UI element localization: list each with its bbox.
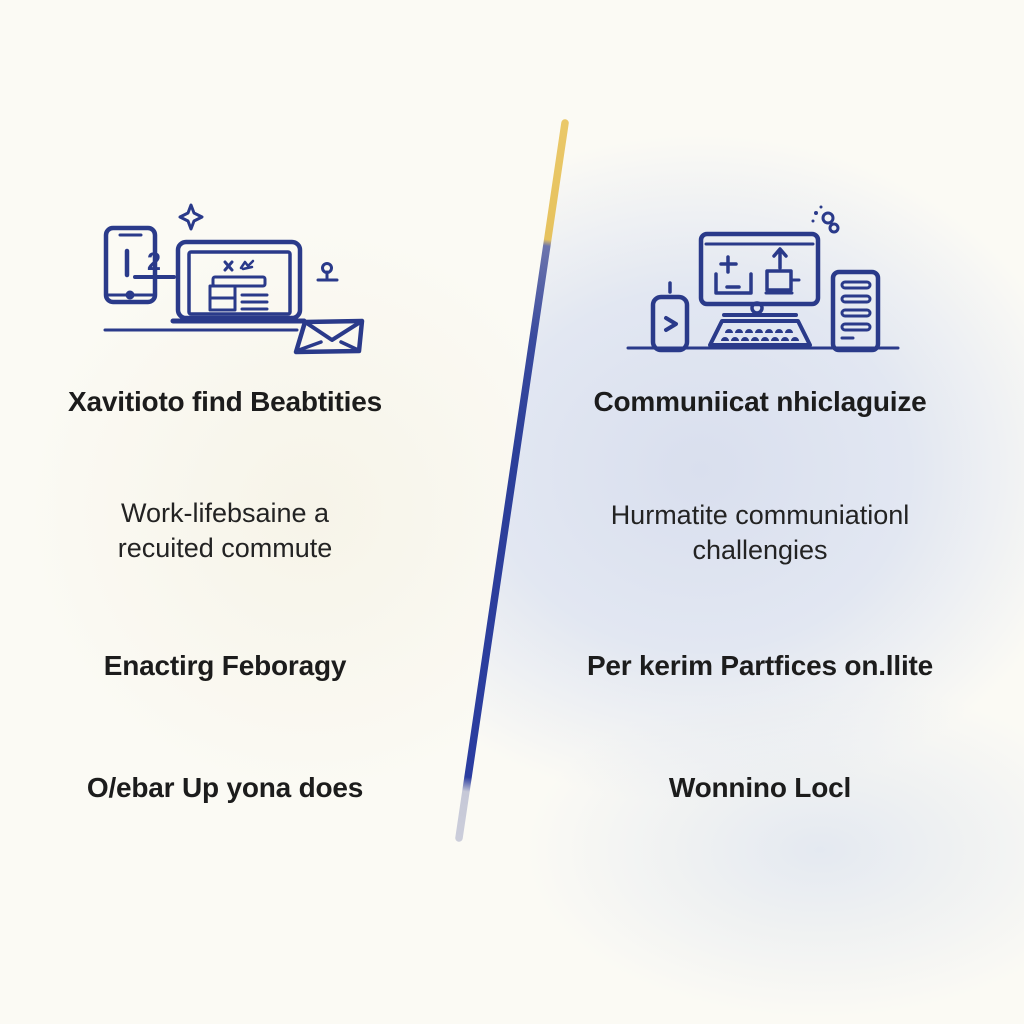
left-body-worklife: Work-lifebsaine a recuited commute	[117, 498, 333, 564]
plus-icon	[719, 255, 738, 274]
scribble-icon	[239, 259, 255, 271]
user-icon	[316, 262, 339, 282]
up-arrow-icon	[772, 247, 788, 270]
divider-stroke	[455, 119, 569, 842]
box-shape	[765, 269, 793, 292]
phone-badge-number: 2	[147, 248, 161, 276]
x-mark-icon	[223, 260, 234, 272]
envelope-icon	[293, 318, 365, 355]
media-device-icon	[650, 281, 690, 353]
bubbles-icon	[811, 205, 840, 234]
desktop-workstation-illustration	[626, 205, 900, 353]
sparkle-icon	[178, 203, 204, 231]
chevron-right-icon	[664, 316, 678, 332]
right-heading-working: Wonnino Locl	[668, 772, 852, 803]
tower-server-icon	[830, 269, 881, 353]
right-heading-practices: Per kerim Partfices on.llite	[586, 650, 934, 681]
right-heading-communication: Communiicat nhiclaguize	[593, 386, 927, 417]
left-heading-flexibility: Enactirg Feboragy	[103, 650, 347, 681]
left-heading-other: O/ebar Up yona does	[86, 772, 364, 803]
smartphone-icon: 2	[103, 225, 176, 305]
monitor-icon	[698, 231, 821, 317]
phone-laptop-envelope-illustration: 2	[103, 203, 365, 355]
right-body-challenges: Hurmatite communiationl challengies	[610, 500, 910, 566]
keyboard-icon	[708, 319, 812, 347]
left-heading-opportunities: Xavitioto find Beabtities	[68, 386, 382, 417]
laptop-icon	[170, 239, 307, 324]
bracket-shape	[714, 272, 753, 295]
